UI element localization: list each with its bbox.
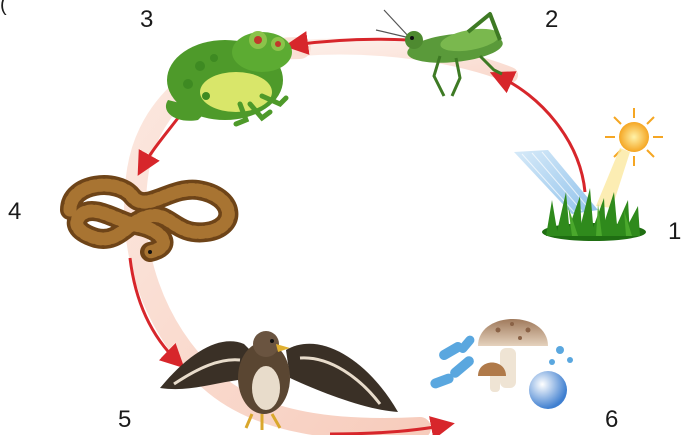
frog-icon bbox=[166, 31, 292, 124]
label-5: 5 bbox=[118, 408, 131, 432]
producer-grass-sun-rain bbox=[514, 108, 663, 241]
snake-icon bbox=[70, 185, 228, 254]
label-1: 1 bbox=[668, 220, 681, 244]
label-4: 4 bbox=[8, 200, 21, 224]
label-6: 6 bbox=[605, 408, 618, 432]
rain-icon bbox=[514, 150, 598, 214]
sun-icon bbox=[596, 108, 663, 208]
label-3: 3 bbox=[140, 8, 153, 32]
decomposers-icon bbox=[429, 319, 573, 409]
label-2: 2 bbox=[545, 8, 558, 32]
bubble-icon bbox=[529, 371, 567, 409]
